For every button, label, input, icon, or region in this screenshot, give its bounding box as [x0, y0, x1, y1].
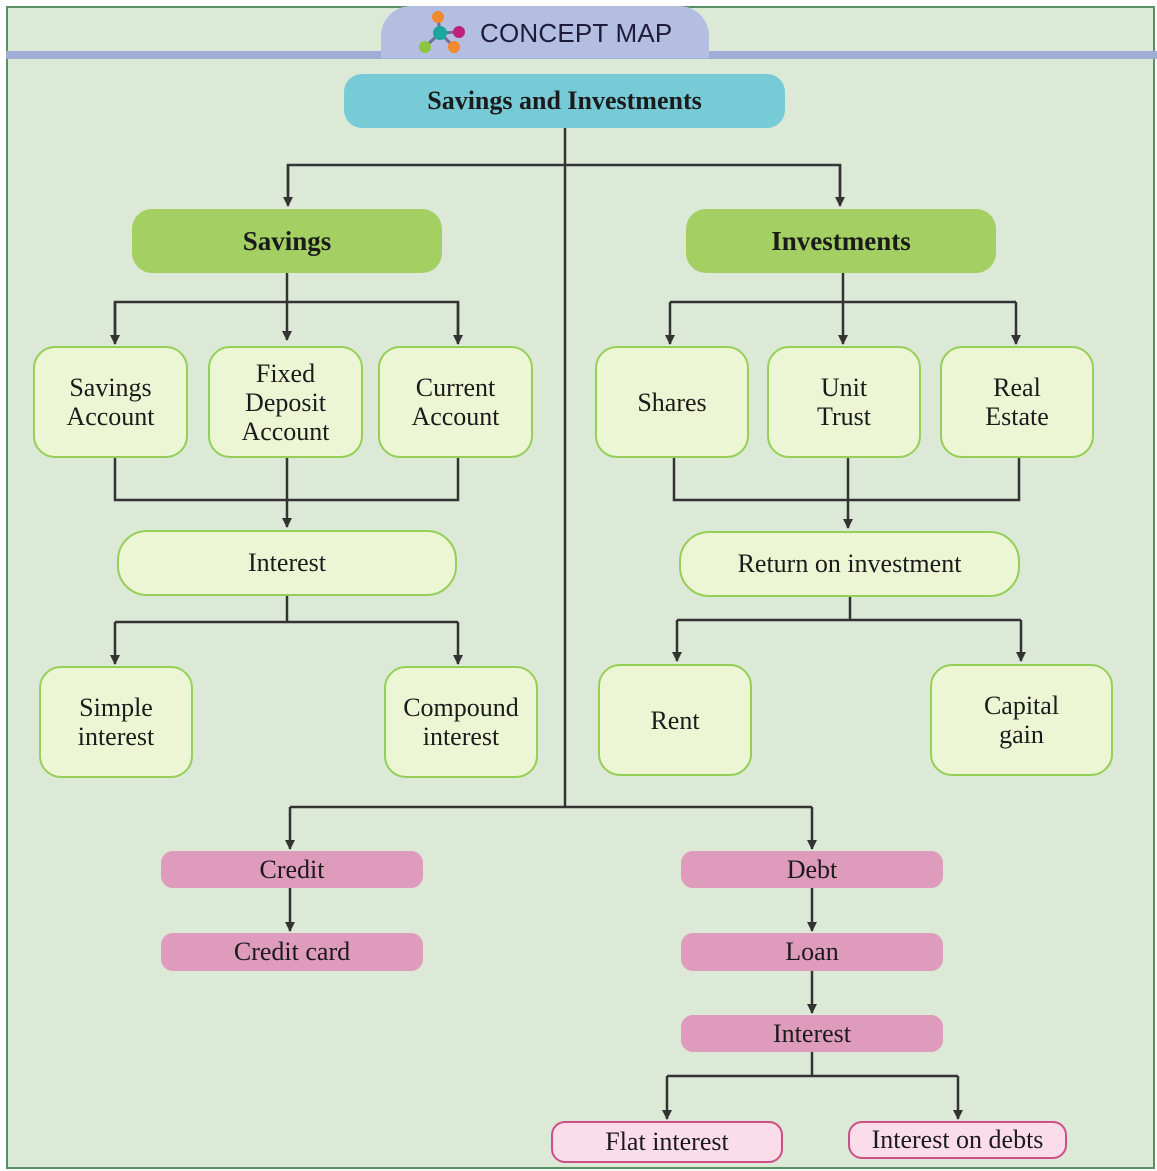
- node-shares: Shares: [595, 346, 749, 458]
- node-interest-savings: Interest: [117, 530, 457, 596]
- node-rent: Rent: [598, 664, 752, 776]
- node-savings-and-investments: Savings and Investments: [344, 74, 785, 128]
- node-compound-interest: Compound interest: [384, 666, 538, 778]
- node-debt: Debt: [681, 851, 943, 888]
- node-real-estate: Real Estate: [940, 346, 1094, 458]
- node-return-on-investment: Return on investment: [679, 531, 1020, 597]
- node-interest-debt: Interest: [681, 1015, 943, 1052]
- node-simple-interest: Simple interest: [39, 666, 193, 778]
- node-savings: Savings: [132, 209, 442, 273]
- node-interest-on-debts: Interest on debts: [848, 1121, 1067, 1159]
- page-title: CONCEPT MAP: [480, 18, 673, 48]
- node-unit-trust: Unit Trust: [767, 346, 921, 458]
- node-savings-account: Savings Account: [33, 346, 188, 458]
- concept-map-icon: [419, 11, 465, 53]
- node-current-account: Current Account: [378, 346, 533, 458]
- node-flat-interest: Flat interest: [551, 1121, 783, 1163]
- node-credit: Credit: [161, 851, 423, 888]
- node-investments: Investments: [686, 209, 996, 273]
- node-credit-card: Credit card: [161, 933, 423, 971]
- node-fixed-deposit-account: Fixed Deposit Account: [208, 346, 363, 458]
- node-capital-gain: Capital gain: [930, 664, 1113, 776]
- node-loan: Loan: [681, 933, 943, 971]
